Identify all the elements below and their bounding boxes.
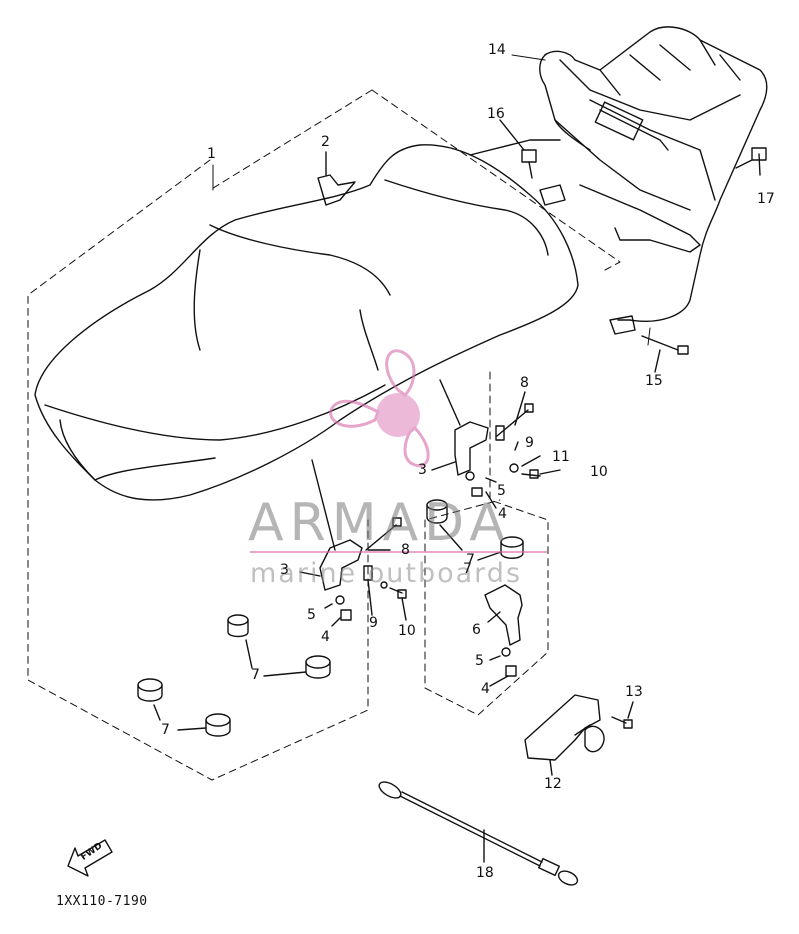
callout-8b: 8 [401,542,410,558]
upper-fasteners [465,425,561,509]
callout-5b: 5 [307,607,316,623]
seat-assembly-dashed-box [27,89,621,781]
fwd-arrow-icon [67,839,113,877]
callout-11: 11 [552,449,570,465]
seat-lock [524,694,605,776]
bolt-8-upper [496,391,534,437]
callout-2: 2 [321,134,330,150]
seat [34,144,579,501]
seat-cable [378,781,579,886]
lower-left-fasteners [324,565,407,627]
callout-7c: 7 [161,722,170,738]
bolt-15 [641,335,689,373]
callout-5c: 5 [475,653,484,669]
lock-bracket [484,584,523,687]
callout-8a: 8 [520,375,529,391]
callout-1: 1 [207,146,216,162]
callout-18: 18 [476,865,494,881]
callout-3a: 3 [418,462,427,478]
seat-bracket-right [431,379,489,476]
grab-rail-rack [469,26,768,335]
callout-14: 14 [488,42,506,58]
bolt-17 [735,147,767,176]
watermark-divider [250,551,548,553]
callout-6: 6 [472,622,481,638]
callout-9a: 9 [525,435,534,451]
callout-4c: 4 [481,681,490,697]
callout-16: 16 [487,106,505,122]
callout-12: 12 [544,776,562,792]
callout-10a: 10 [590,464,608,480]
callout-17: 17 [757,191,775,207]
seat-bracket-left [299,459,363,591]
callout-4a: 4 [498,506,507,522]
bolt-16 [499,119,537,179]
callout-9b: 9 [369,615,378,631]
callout-7b: 7 [251,667,260,683]
callout-5a: 5 [497,483,506,499]
rubber-dampers [137,499,524,737]
callout-10b: 10 [398,623,416,639]
leader-lines [212,54,651,346]
watermark-propeller-logo [329,349,430,468]
callout-7d: 7 [463,561,472,577]
callout-15: 15 [645,373,663,389]
callout-4b: 4 [321,629,330,645]
watermark-tagline: marine outboards [250,558,523,589]
diagram-code: 1XX110-7190 [56,894,148,909]
bolt-8-lower [365,517,402,551]
callout-13: 13 [625,684,643,700]
seat-hook [317,151,356,206]
watermark-brand: ARMADA [248,493,511,553]
callout-7a: 7 [466,552,475,568]
callout-3b: 3 [280,562,289,578]
screw-13 [611,701,634,729]
